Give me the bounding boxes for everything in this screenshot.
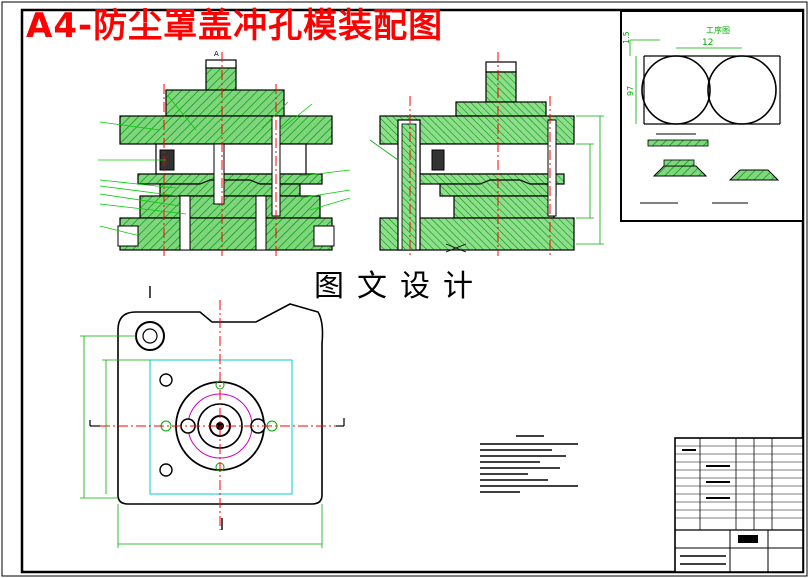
process-dim-12: 12: [702, 38, 714, 48]
process-dim-15: 1.5: [622, 31, 631, 44]
side-section-view: [379, 52, 575, 256]
inner-frame: [20, 8, 805, 574]
plan-view-dimensions: [80, 335, 323, 548]
section-marker: A: [214, 50, 219, 58]
front-view-leaders: [98, 95, 351, 237]
side-view-dimensions: [369, 115, 604, 245]
process-dim-97: 97: [626, 85, 635, 96]
front-section-view: [117, 52, 335, 256]
title-block: [674, 437, 804, 573]
technical-notes: [480, 435, 578, 493]
drawing-subtitle: 图文设计: [314, 269, 486, 304]
drawing-title: A4-防尘罩盖冲孔模装配图: [26, 6, 444, 46]
process-panel: [620, 10, 804, 222]
plan-view: [89, 286, 345, 530]
process-panel-header: 工序图: [706, 26, 730, 35]
